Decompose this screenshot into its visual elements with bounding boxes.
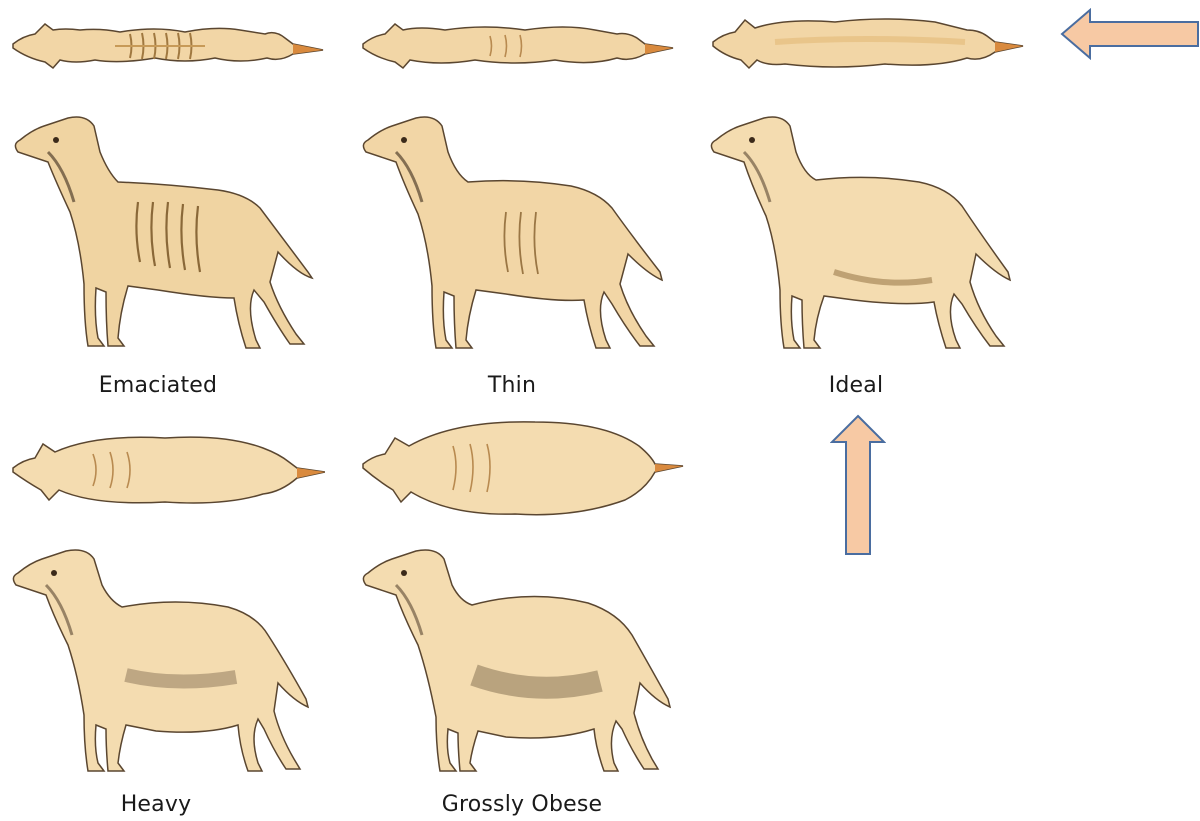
label-thin: Thin (362, 373, 662, 398)
emaciated-side-view (8, 112, 318, 357)
label-grossly-obese: Grossly Obese (372, 792, 672, 817)
heavy-top-view (5, 428, 325, 508)
thin-side-view (356, 112, 666, 357)
arrow-icon (1060, 8, 1200, 60)
ideal-top-view (705, 6, 1025, 76)
arrow-icon (830, 414, 886, 556)
emaciated-top-view (5, 8, 325, 78)
grossly-obese-side-view (356, 545, 676, 780)
label-heavy: Heavy (6, 792, 306, 817)
heavy-side-view (6, 545, 316, 780)
label-ideal: Ideal (706, 373, 1006, 398)
grossly-obese-top-view (355, 418, 685, 518)
ideal-side-view (704, 112, 1014, 357)
thin-top-view (355, 8, 675, 78)
label-emaciated: Emaciated (8, 373, 308, 398)
